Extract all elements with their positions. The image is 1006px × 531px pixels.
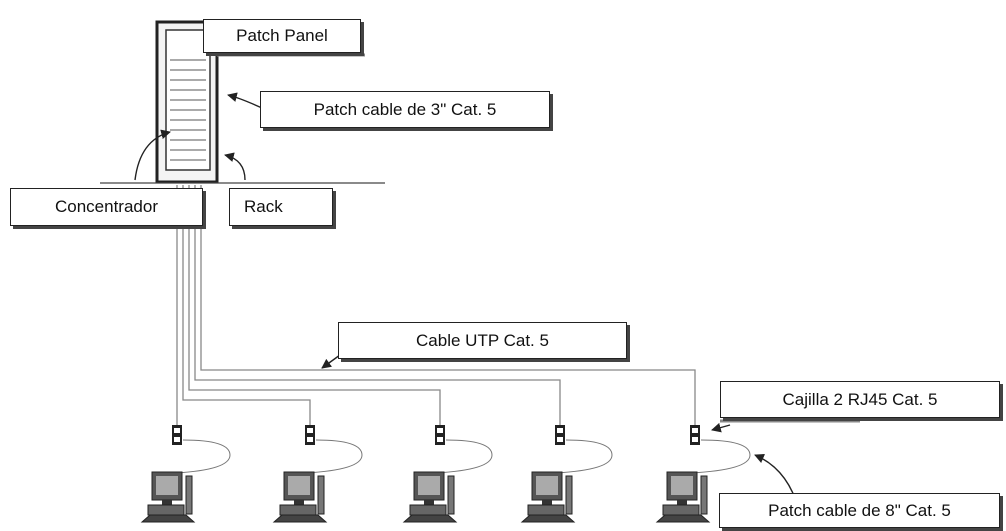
computer-icon <box>403 471 457 523</box>
computer-icon <box>273 471 327 523</box>
rj45-outlet-icon <box>305 425 315 445</box>
computer-icon <box>521 471 575 523</box>
rj45-outlet-icon <box>435 425 445 445</box>
label-cable-utp-text: Cable UTP Cat. 5 <box>416 330 549 350</box>
label-patch-cable-3-text: Patch cable de 3" Cat. 5 <box>313 99 497 119</box>
label-cajilla: Cajilla 2 RJ45 Cat. 5 <box>720 381 1000 418</box>
label-concentrador: Concentrador <box>10 188 203 226</box>
label-rack: Rack <box>229 188 333 226</box>
rj45-outlet-icon <box>555 425 565 445</box>
arrow-patch-cable-3 <box>227 92 263 109</box>
label-cajilla-text: Cajilla 2 RJ45 Cat. 5 <box>782 389 938 409</box>
workstation-4 <box>521 425 613 523</box>
rj45-outlet-icon <box>690 425 700 445</box>
arrow-concentrador <box>134 129 171 181</box>
arrow-cable-utp <box>321 354 341 369</box>
workstation-3 <box>403 425 493 523</box>
label-patch-panel: Patch Panel <box>203 19 361 53</box>
label-cable-utp: Cable UTP Cat. 5 <box>338 322 627 359</box>
workstation-1 <box>141 425 231 523</box>
label-concentrador-text: Concentrador <box>54 197 158 216</box>
workstation-5 <box>656 425 751 523</box>
label-patch-cable-3: Patch cable de 3" Cat. 5 <box>260 91 550 128</box>
arrow-cajilla <box>711 422 731 433</box>
computer-icon <box>141 471 195 523</box>
workstation-2 <box>273 425 363 523</box>
label-patch-cable-8-text: Patch cable de 8" Cat. 5 <box>768 500 951 520</box>
label-patch-panel-text: Patch Panel <box>236 26 328 45</box>
label-patch-cable-8: Patch cable de 8" Cat. 5 <box>719 493 1000 528</box>
computer-icon <box>656 471 710 523</box>
arrow-rack <box>224 152 246 181</box>
rj45-outlet-icon <box>172 425 182 445</box>
label-rack-text: Rack <box>244 197 283 216</box>
